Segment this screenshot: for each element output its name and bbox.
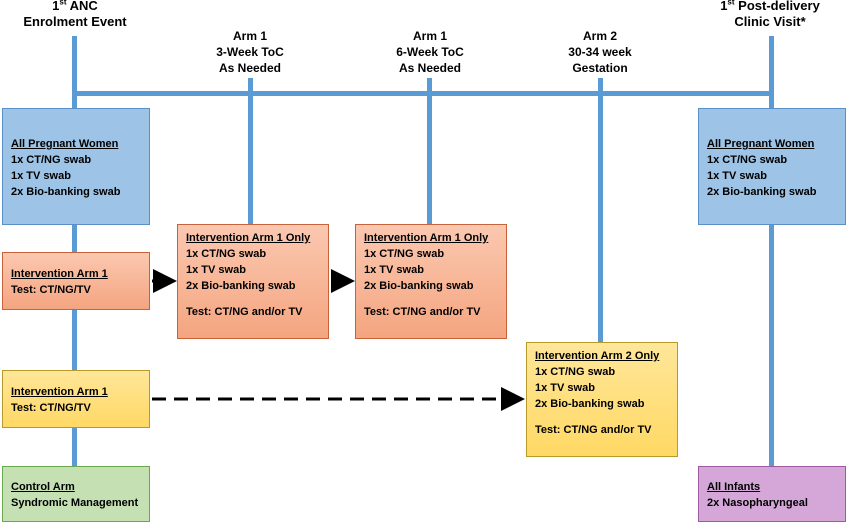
box-title: Intervention Arm 1 Only bbox=[364, 232, 489, 244]
box-control-arm: Control Arm Syndromic Management bbox=[2, 466, 150, 522]
header-arm1-6wk-line2: 6-Week ToC bbox=[396, 45, 464, 59]
header-arm1-3wk-line3: As Needed bbox=[218, 61, 282, 75]
box-item: 1x TV swab bbox=[186, 264, 246, 276]
box-title: All Pregnant Women bbox=[11, 138, 119, 150]
box-item: 1x CT/NG swab bbox=[11, 154, 92, 166]
box-intervention-arm1-arm2-group: Intervention Arm 1 Test: CT/NG/TV bbox=[2, 370, 150, 428]
box-title: Intervention Arm 1 Only bbox=[186, 232, 311, 244]
box-test: Test: CT/NG/TV bbox=[11, 402, 91, 414]
box-line: 2x Nasopharyngeal bbox=[707, 497, 808, 509]
header-post-delivery: 1st Post-delivery Clinic Visit* bbox=[690, 0, 850, 30]
header-post-delivery-line2: Clinic Visit* bbox=[734, 14, 806, 29]
arm1-6wk-vertical-line bbox=[427, 78, 432, 226]
box-item: 1x TV swab bbox=[535, 382, 595, 394]
box-test: Test: CT/NG and/or TV bbox=[535, 424, 652, 436]
box-all-pregnant-women-enrolment: All Pregnant Women 1x CT/NG swab 1x TV s… bbox=[2, 108, 150, 225]
box-intervention-arm1-only-6wk: Intervention Arm 1 Only 1x CT/NG swab 1x… bbox=[355, 224, 507, 339]
header-arm2: Arm 2 30-34 week Gestation bbox=[530, 28, 670, 76]
header-enrolment: 1st ANC Enrolment Event bbox=[0, 0, 150, 30]
box-title: Control Arm bbox=[11, 481, 75, 493]
header-arm1-3wk-line1: Arm 1 bbox=[232, 29, 267, 43]
box-item: 2x Bio-banking swab bbox=[364, 280, 474, 292]
box-item: 1x CT/NG swab bbox=[707, 154, 788, 166]
box-intervention-arm1-only-3wk: Intervention Arm 1 Only 1x CT/NG swab 1x… bbox=[177, 224, 329, 339]
box-intervention-arm2-only: Intervention Arm 2 Only 1x CT/NG swab 1x… bbox=[526, 342, 678, 457]
box-test: Test: CT/NG and/or TV bbox=[186, 306, 303, 318]
box-all-infants: All Infants 2x Nasopharyngeal bbox=[698, 466, 846, 522]
box-title: All Pregnant Women bbox=[707, 138, 815, 150]
box-item: 1x CT/NG swab bbox=[535, 366, 616, 378]
box-title: All Infants bbox=[707, 481, 761, 493]
post-delivery-vertical-line bbox=[769, 36, 774, 480]
arm1-3wk-vertical-line bbox=[248, 78, 253, 226]
header-arm1-3wk: Arm 1 3-Week ToC As Needed bbox=[180, 28, 320, 76]
header-enrolment-line2: Enrolment Event bbox=[23, 14, 127, 29]
timeline-horizontal-line bbox=[74, 91, 774, 96]
header-arm1-6wk: Arm 1 6-Week ToC As Needed bbox=[360, 28, 500, 76]
header-enrolment-line1: 1st ANC bbox=[52, 0, 98, 13]
box-item: 2x Bio-banking swab bbox=[707, 186, 817, 198]
box-test: Test: CT/NG and/or TV bbox=[364, 306, 481, 318]
box-all-pregnant-women-post-delivery: All Pregnant Women 1x CT/NG swab 1x TV s… bbox=[698, 108, 846, 225]
box-item: 1x TV swab bbox=[364, 264, 424, 276]
header-post-delivery-line1: 1st Post-delivery bbox=[720, 0, 820, 13]
box-item: 1x TV swab bbox=[707, 170, 767, 182]
box-item: 1x CT/NG swab bbox=[186, 248, 267, 260]
header-arm1-6wk-line1: Arm 1 bbox=[412, 29, 447, 43]
box-intervention-arm1-enrolment: Intervention Arm 1 Test: CT/NG/TV bbox=[2, 252, 150, 310]
arm2-vertical-line bbox=[598, 78, 603, 344]
box-item: 1x TV swab bbox=[11, 170, 71, 182]
header-arm2-line2: 30-34 week bbox=[568, 45, 632, 59]
box-item: 2x Bio-banking swab bbox=[11, 186, 121, 198]
box-test: Test: CT/NG/TV bbox=[11, 284, 91, 296]
box-title: Intervention Arm 2 Only bbox=[535, 350, 660, 362]
header-arm1-6wk-line3: As Needed bbox=[398, 61, 462, 75]
box-item: 2x Bio-banking swab bbox=[186, 280, 296, 292]
header-arm1-3wk-line2: 3-Week ToC bbox=[216, 45, 284, 59]
box-line: Syndromic Management bbox=[11, 497, 139, 509]
box-item: 1x CT/NG swab bbox=[364, 248, 445, 260]
box-title: Intervention Arm 1 bbox=[11, 386, 108, 398]
box-item: 2x Bio-banking swab bbox=[535, 398, 645, 410]
header-arm2-line3: Gestation bbox=[572, 61, 628, 75]
box-title: Intervention Arm 1 bbox=[11, 268, 108, 280]
header-arm2-line1: Arm 2 bbox=[582, 29, 617, 43]
